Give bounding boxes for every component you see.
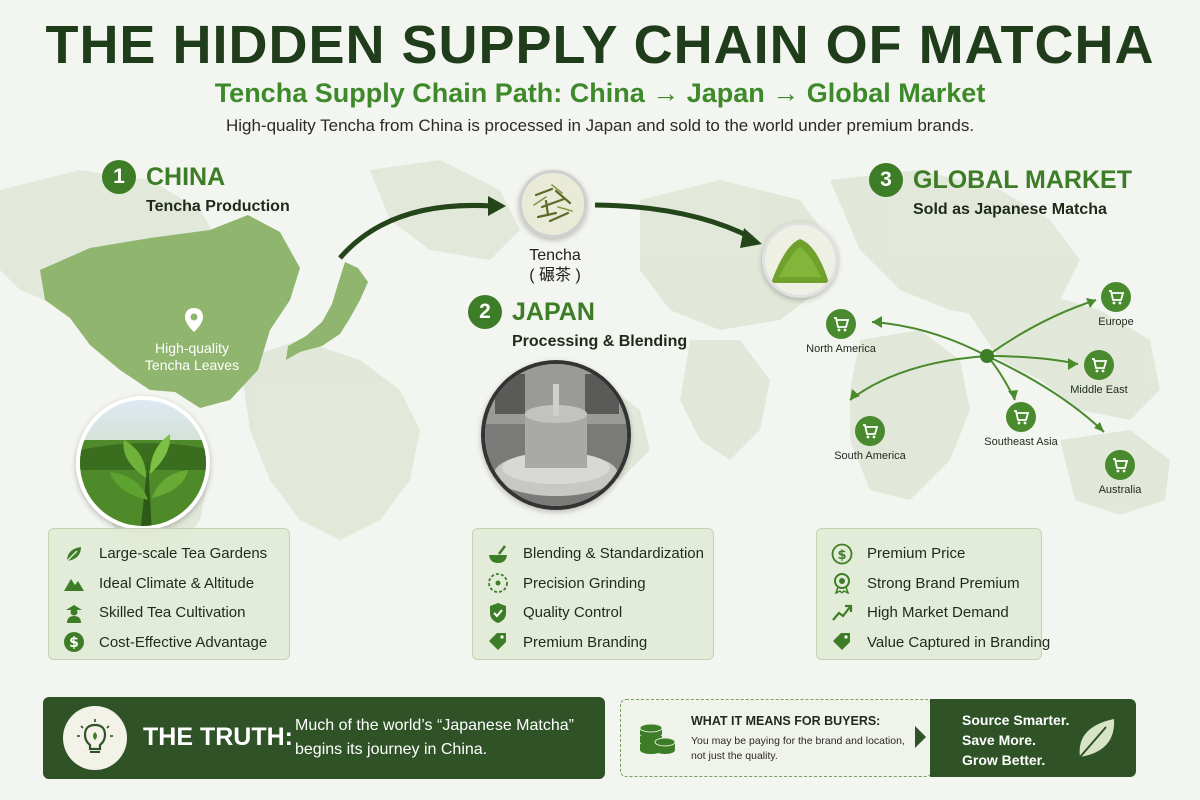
source-smarter-box: Source Smarter. Save More. Grow Better. (930, 699, 1136, 777)
tencha-label: Tencha ( 碾茶 ) (495, 246, 615, 286)
page-title: THE HIDDEN SUPPLY CHAIN OF MATCHA (45, 15, 1155, 75)
step-subtitle: Tencha Production (146, 198, 290, 215)
page-subtitle: Tencha Supply Chain Path: China → Japan … (214, 78, 986, 108)
source-line-1: Source Smarter. (962, 712, 1070, 728)
intro-text: High-quality Tencha from China is proces… (225, 116, 975, 135)
feature-label: Blending & Standardization (523, 545, 704, 563)
market-label: North America (806, 343, 876, 355)
leaf-icon (1079, 719, 1115, 758)
feature-item: $ Cost-Effective Advantage (63, 628, 275, 658)
cart-icon (1101, 282, 1131, 312)
dollar-icon: $ (64, 632, 84, 653)
feature-item: Precision Grinding (487, 569, 699, 599)
market-label: South America (834, 450, 906, 462)
cart-icon (1105, 450, 1135, 480)
step-number: 1 (102, 160, 136, 194)
china-pin-label: High-quality Tencha Leaves (144, 340, 240, 373)
tag-icon (833, 633, 850, 651)
source-line-2: Save More. (962, 732, 1036, 748)
feature-label: Value Captured in Branding (867, 633, 1051, 651)
step-subtitle: Processing & Blending (512, 333, 688, 350)
step-title: CHINA (146, 163, 226, 191)
feature-label: Ideal Climate & Altitude (99, 574, 255, 592)
location-pin-icon (185, 308, 203, 332)
market-label: Europe (1098, 316, 1134, 328)
market-southeast-asia: Southeast Asia (966, 402, 1076, 448)
japan-features: Blending & Standardization Precision Gri… (472, 528, 714, 660)
matcha-powder-photo (762, 222, 838, 298)
feature-item: Large-scale Tea Gardens (63, 539, 275, 569)
market-middle-east: Middle East (1044, 350, 1154, 396)
step-title: GLOBAL MARKET (913, 166, 1132, 194)
step-subtitle: Sold as Japanese Matcha (913, 201, 1107, 218)
tencha-kanji: ( 碾茶 ) (529, 267, 581, 284)
market-europe: Europe (1061, 282, 1171, 328)
buyers-text: You may be paying for the brand and loca… (691, 735, 905, 762)
step-number: 3 (869, 163, 903, 197)
cart-icon (1084, 350, 1114, 380)
market-north-america: North America (786, 309, 896, 355)
source-line-3: Grow Better. (962, 752, 1046, 768)
feature-item: Premium Branding (487, 628, 699, 658)
feature-label: Quality Control (523, 604, 623, 622)
market-australia: Australia (1065, 450, 1175, 496)
feature-label: Skilled Tea Cultivation (99, 604, 246, 622)
market-label: Middle East (1070, 384, 1128, 396)
feature-item: Blending & Standardization (487, 539, 704, 569)
svg-text:$: $ (69, 635, 79, 651)
source-lines: Source Smarter. Save More. Grow Better. (962, 710, 1069, 770)
feature-label: Large-scale Tea Gardens (99, 545, 268, 563)
trend-up-icon (832, 604, 853, 621)
coins-icon (639, 723, 676, 754)
feature-item: High Market Demand (831, 598, 1027, 628)
truth-text: Much of the world’s “Japanese Matcha” be… (295, 717, 574, 758)
step-title: JAPAN (512, 298, 595, 326)
mountain-icon (64, 579, 84, 592)
feature-item: Ideal Climate & Altitude (63, 569, 275, 599)
tencha-leaves-photo (519, 170, 587, 238)
feature-label: Premium Branding (523, 633, 648, 651)
grinding-icon (488, 573, 508, 594)
feature-label: Cost-Effective Advantage (99, 633, 268, 651)
tea-field-photo (76, 396, 210, 530)
feature-item: Strong Brand Premium (831, 569, 1027, 599)
cart-icon (826, 309, 856, 339)
feature-item: $ Premium Price (831, 539, 1027, 569)
badge-icon (834, 573, 850, 595)
bowl-whisk-icon (489, 545, 507, 563)
tencha-name: Tencha (529, 247, 581, 264)
feature-label: Precision Grinding (523, 574, 646, 592)
shield-check-icon (490, 602, 506, 623)
cart-icon (1006, 402, 1036, 432)
truth-banner: THE TRUTH: Much of the world’s “Japanese… (43, 697, 605, 779)
cart-icon (855, 416, 885, 446)
market-south-america: South America (815, 416, 925, 462)
market-label: Southeast Asia (984, 436, 1058, 448)
feature-item: Value Captured in Branding (831, 628, 1050, 658)
global-features: $ Premium Price Strong Brand Premium Hig… (816, 528, 1050, 660)
feature-item: Quality Control (487, 598, 699, 628)
buyers-info-box: WHAT IT MEANS FOR BUYERS: You may be pay… (620, 699, 932, 777)
lightbulb-icon (63, 706, 127, 770)
farmer-icon (66, 604, 82, 623)
stone-grinder-photo (481, 360, 631, 510)
step-number: 2 (468, 295, 502, 329)
buyers-title: WHAT IT MEANS FOR BUYERS: (691, 714, 881, 728)
feature-label: High Market Demand (867, 604, 1009, 622)
feature-item: Skilled Tea Cultivation (63, 598, 275, 628)
feature-label: Strong Brand Premium (867, 574, 1020, 592)
china-features: Large-scale Tea Gardens Ideal Climate & … (48, 528, 290, 660)
market-label: Australia (1098, 484, 1142, 496)
dollar-icon: $ (831, 543, 853, 565)
truth-title: THE TRUTH: (143, 723, 293, 751)
chevron-right-icon (915, 726, 926, 748)
leaf-icon (66, 546, 81, 562)
tag-icon (489, 633, 506, 651)
svg-text:$: $ (837, 548, 846, 563)
feature-label: Premium Price (867, 545, 966, 563)
